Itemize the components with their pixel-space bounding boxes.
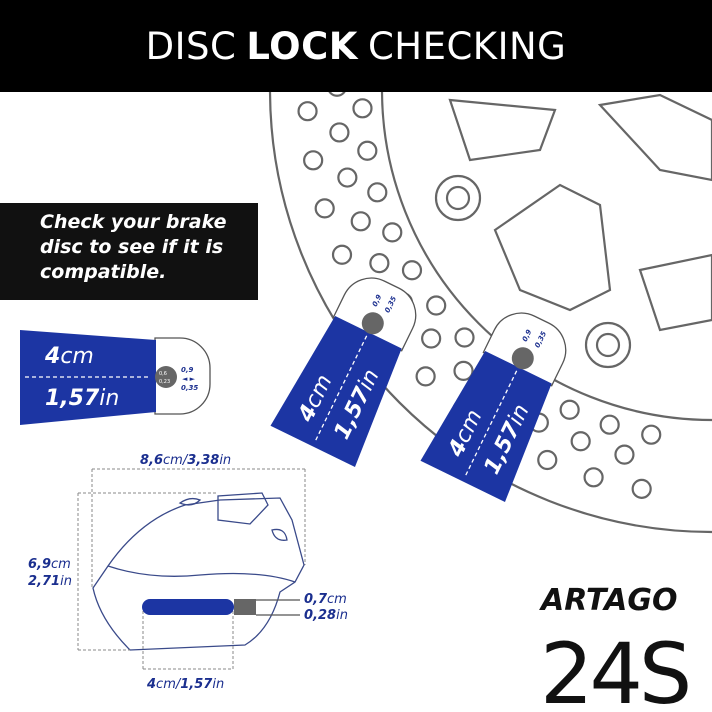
lock-pin bbox=[142, 599, 234, 615]
pin-diameter-cm: 0,7 bbox=[304, 592, 328, 607]
disc-hole bbox=[641, 424, 662, 445]
disc-lock-illustration bbox=[77, 468, 306, 670]
compatibility-callout: Check your brake disc to see if it is co… bbox=[0, 203, 258, 300]
disc-hole bbox=[382, 222, 403, 243]
pad-diagram-flat: 4cm 1,57in 0,6 0,23 0,9 ◄ ► 0,35 bbox=[20, 330, 211, 425]
artago-logo: ARTAGO 24S bbox=[539, 583, 692, 712]
disc-hole bbox=[631, 478, 652, 499]
title-part: CHECKING bbox=[367, 24, 567, 68]
pin-in: 0,23 bbox=[159, 379, 170, 385]
pin-cm: 0,6 bbox=[159, 371, 167, 377]
pin-length-in: 1,57 bbox=[180, 677, 213, 692]
lock-dimensions: 8,6cm/3,38in 6,9cm 2,71in 0,7cm 0,28in 4… bbox=[28, 453, 348, 692]
svg-text:6,9cm: 6,9cm bbox=[28, 557, 71, 572]
pad-width-in: 1,57 bbox=[45, 386, 100, 411]
disc-hole bbox=[303, 150, 324, 171]
disc-hole bbox=[583, 467, 604, 488]
disc-hole bbox=[559, 399, 580, 420]
pin-diameter-in: 0,28 bbox=[304, 608, 336, 623]
page-title: DISC LOCK CHECKING bbox=[0, 0, 712, 92]
pad-diagram-on-disc-1: 4cm 1,57in 0,9 0,35 bbox=[270, 277, 417, 468]
model-name: 24S bbox=[540, 625, 688, 712]
svg-text:1,57in: 1,57in bbox=[45, 386, 119, 411]
disc-hole bbox=[599, 414, 620, 435]
pad-diagram-on-disc-2: 4cm 1,57in 0,9 0,35 bbox=[420, 312, 567, 503]
disc-hole bbox=[570, 431, 591, 452]
disc-hole bbox=[369, 253, 390, 274]
disc-hole bbox=[453, 360, 474, 381]
svg-text:0,7cm: 0,7cm bbox=[304, 592, 347, 607]
lock-width-cm: 8,6 bbox=[140, 453, 163, 468]
svg-text:ARTAGO: ARTAGO bbox=[539, 583, 677, 618]
svg-text:2,71in: 2,71in bbox=[28, 574, 72, 589]
disc-hole bbox=[357, 140, 378, 161]
svg-text:0,28in: 0,28in bbox=[304, 608, 348, 623]
disc-hole bbox=[426, 295, 447, 316]
disc-hole bbox=[401, 260, 423, 281]
disc-hole bbox=[337, 167, 358, 188]
disc-hole bbox=[297, 101, 318, 122]
disc-hole bbox=[331, 244, 353, 265]
disc-hole bbox=[367, 182, 388, 203]
gap-in: 0,35 bbox=[181, 384, 198, 392]
disc-hole bbox=[537, 449, 558, 471]
lock-width-in: 3,38 bbox=[187, 453, 219, 468]
pin-length-cm: 4 bbox=[146, 677, 156, 692]
svg-text:8,6cm/3,38in: 8,6cm/3,38in bbox=[140, 453, 231, 468]
disc-hole bbox=[415, 366, 436, 387]
disc-hole bbox=[454, 327, 475, 348]
pad-width-cm: 4 bbox=[44, 344, 60, 369]
disc-hole bbox=[352, 98, 373, 119]
disc-hole bbox=[314, 198, 335, 219]
disc-hole bbox=[614, 444, 635, 465]
gap-cm: 0,9 bbox=[181, 366, 194, 374]
disc-hole bbox=[421, 328, 442, 349]
disc-hole bbox=[350, 211, 371, 232]
svg-text:4cm/1,57in: 4cm/1,57in bbox=[146, 677, 224, 692]
lock-height-in: 2,71 bbox=[28, 574, 60, 589]
title-part: DISC bbox=[145, 24, 237, 68]
disc-hole bbox=[329, 122, 350, 143]
svg-text:4cm: 4cm bbox=[44, 344, 94, 369]
lock-height-cm: 6,9 bbox=[28, 557, 51, 572]
svg-text:◄ ►: ◄ ► bbox=[182, 375, 196, 383]
disc-hole bbox=[328, 92, 346, 97]
title-bold-part: LOCK bbox=[246, 24, 358, 68]
